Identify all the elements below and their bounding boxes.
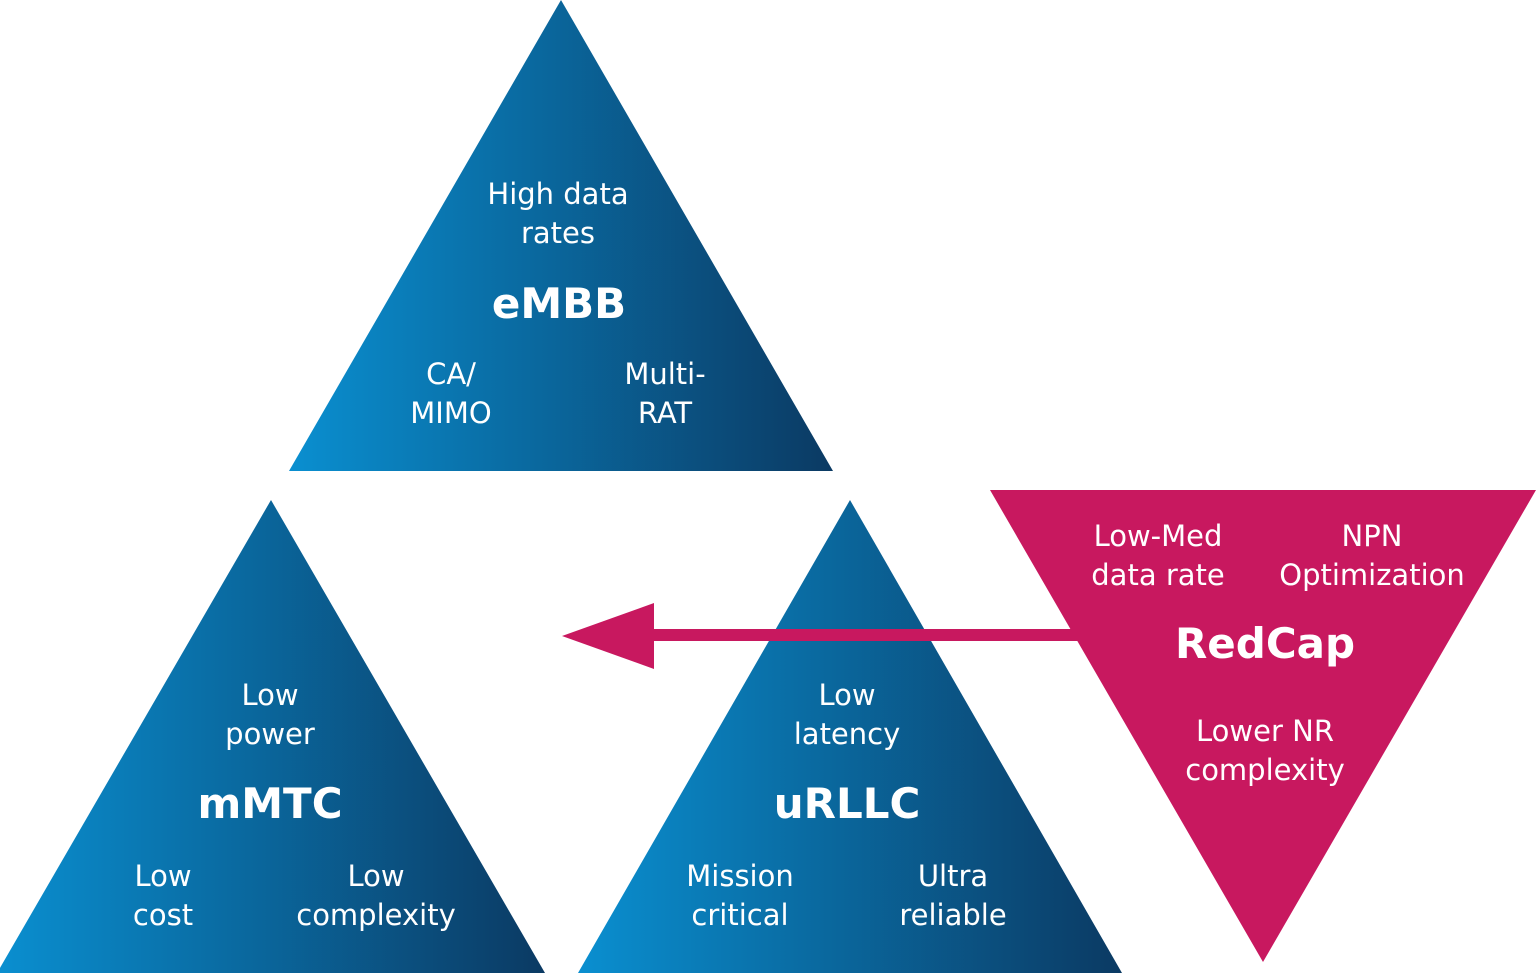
redcap-arrow-head	[562, 603, 654, 669]
embb-title: eMBB	[491, 279, 627, 328]
redcap-triangle	[990, 490, 1536, 962]
embb-top-label: High data rates	[487, 177, 629, 250]
redcap-top-right-label: NPN Optimization	[1279, 519, 1465, 592]
embb-left-label: CA/ MIMO	[410, 357, 492, 430]
redcap-title: RedCap	[1174, 619, 1356, 668]
mmtc-triangle	[0, 500, 545, 973]
mmtc-left-label: Low cost	[132, 859, 194, 932]
redcap-arrow-shaft	[650, 629, 1082, 641]
embb-right-label: Multi- RAT	[624, 357, 706, 430]
urllc-top-label: Low latency	[793, 678, 901, 751]
embb-triangle	[289, 0, 833, 471]
urllc-triangle	[578, 500, 1122, 973]
urllc-title: uRLLC	[773, 779, 921, 828]
redcap-top-left-label: Low-Med data rate	[1091, 519, 1225, 592]
redcap-bottom-label: Lower NR complexity	[1185, 714, 1345, 787]
mmtc-top-label: Low power	[225, 678, 315, 751]
mmtc-right-label: Low complexity	[296, 859, 456, 932]
urllc-right-label: Ultra reliable	[899, 859, 1007, 932]
mmtc-title: mMTC	[197, 779, 343, 828]
urllc-left-label: Mission critical	[686, 859, 794, 932]
